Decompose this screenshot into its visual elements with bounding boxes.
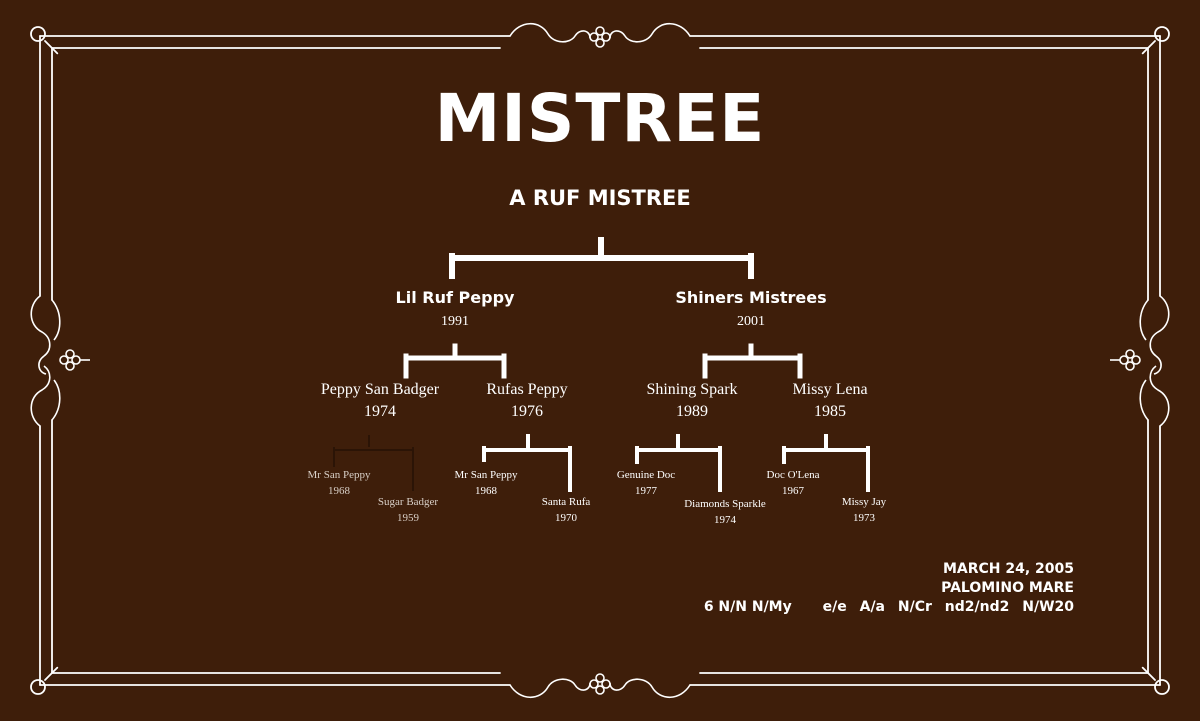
birth-date: MARCH 24, 2005: [942, 561, 1074, 577]
flourish-scroll-icon: [509, 22, 691, 699]
genetics-test: 6 N/N N/My: [703, 599, 792, 615]
great-grandparent-year: 1959: [397, 512, 419, 524]
genetics-test: N/W20: [1022, 599, 1074, 615]
genetics-test: e/e: [822, 599, 847, 615]
great-grandparent-year: 1974: [714, 514, 736, 526]
great-grandparent-name: Doc O'Lena: [766, 469, 820, 481]
great-grandparent-name: Mr San Peppy: [307, 469, 371, 481]
grandparent-year: 1974: [364, 403, 396, 420]
grandparent-year: 1976: [511, 403, 543, 420]
grandparent-name: Missy Lena: [792, 381, 868, 398]
great-grandparent-name: Diamonds Sparkle: [684, 498, 766, 510]
sire-year: 1991: [441, 314, 469, 329]
bracket-rufas-peppy: [482, 434, 572, 492]
great-grandparent-year: 1968: [328, 485, 350, 497]
great-grandparent-name: Mr San Peppy: [454, 469, 518, 481]
bracket-root: [449, 237, 754, 279]
grandparent-name: Peppy San Badger: [320, 381, 440, 398]
great-grandparent-year: 1973: [853, 512, 875, 524]
great-grandparent-name: Santa Rufa: [541, 496, 591, 508]
bracket-peppy-san-badger: [333, 435, 414, 491]
bracket-sire: [403, 343, 507, 379]
great-grandparent-name: Genuine Doc: [616, 469, 676, 481]
grandparent-year: 1985: [814, 403, 846, 420]
genetics-test: A/a: [859, 599, 886, 615]
great-grandparent-name: Missy Jay: [841, 496, 887, 508]
grandparent-year: 1989: [676, 403, 708, 420]
genetics-test: N/Cr: [897, 599, 932, 615]
great-grandparent-year: 1970: [555, 512, 577, 524]
bracket-shining-spark: [635, 434, 722, 492]
color-sex: PALOMINO MARE: [941, 580, 1074, 596]
great-grandparent-year: 1968: [475, 485, 497, 497]
bracket-dam: [702, 343, 803, 379]
dam-name: Shiners Mistrees: [675, 288, 827, 307]
sire-name: Lil Ruf Peppy: [395, 288, 515, 307]
subject-name: A RUF MISTREE: [509, 186, 691, 210]
grandparent-name: Shining Spark: [646, 381, 738, 398]
great-grandparent-year: 1977: [635, 485, 657, 497]
great-grandparent-name: Sugar Badger: [377, 496, 439, 508]
page-title: MISTREE: [434, 80, 766, 157]
bracket-missy-lena: [782, 434, 870, 492]
genetics-test: nd2/nd2: [944, 599, 1010, 615]
dam-year: 2001: [737, 314, 765, 329]
genetics-line: 6 N/N N/My e/e A/a N/Cr nd2/nd2 N/W20: [704, 599, 1074, 615]
great-grandparent-year: 1967: [782, 485, 804, 497]
grandparent-name: Rufas Peppy: [486, 381, 568, 398]
